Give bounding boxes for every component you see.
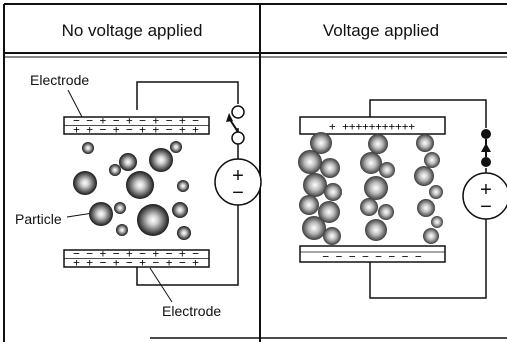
electrode-label-bottom: Electrode: [162, 303, 221, 319]
svg-text:+ + − + − + + − + +: + + − + − + + − + +: [73, 123, 199, 136]
svg-text:+: +: [232, 165, 244, 187]
particle: [177, 180, 189, 192]
particle: [109, 164, 121, 176]
right-switch-closed: [481, 129, 491, 167]
left-battery: + −: [214, 158, 262, 206]
frame: [3, 3, 507, 342]
particle: [172, 202, 188, 218]
svg-text:− − − − − − − −: − − − − − − − −: [322, 250, 422, 263]
left-particles: [73, 141, 191, 240]
svg-text:− − + − + − + − + −: − − + − + − + − + −: [73, 247, 199, 260]
particle: [137, 204, 169, 236]
particle: [170, 141, 182, 153]
particle-chain: [360, 134, 395, 241]
particle-chains: [298, 132, 443, 245]
right-panel-header: Voltage applied: [323, 21, 439, 40]
electrode-label-bottom-leader: [149, 267, 173, 303]
svg-text:− − + − + − + − + −: − − + − + − + − + −: [73, 114, 199, 127]
left-panel-header: No voltage applied: [62, 21, 203, 40]
particle-label: Particle: [15, 211, 62, 227]
electrode-label-top: Electrode: [30, 72, 89, 88]
particle: [116, 224, 128, 236]
particle: [73, 171, 97, 195]
right-battery: + −: [462, 172, 507, 220]
svg-text:−: −: [480, 196, 492, 218]
svg-text:+ +++++++++++: + +++++++++++: [329, 120, 415, 133]
svg-text:−: −: [232, 182, 244, 204]
svg-text:+ + − + − + − + − +: + + − + − + − + − +: [73, 256, 199, 269]
particle-label-leader: [66, 212, 94, 218]
particle-chain: [414, 134, 443, 244]
left-switch: [226, 105, 245, 145]
particle: [114, 202, 126, 214]
particle: [82, 142, 94, 154]
particle: [177, 226, 191, 240]
particle: [126, 171, 154, 199]
right-top-electrode: + +++++++++++: [299, 116, 446, 135]
particle-chain: [298, 132, 342, 245]
electrode-label-top-leader: [67, 89, 83, 118]
particle: [149, 148, 173, 172]
particle: [119, 153, 137, 171]
svg-text:+: +: [480, 179, 492, 201]
left-bottom-electrode: − − + − + − + − + − + + − + − + − + − +: [63, 247, 210, 269]
right-bottom-electrode: − − − − − − − −: [299, 245, 446, 263]
particle: [89, 202, 113, 226]
left-top-electrode: − − + − + − + − + − + + − + − + + − + +: [63, 114, 210, 136]
